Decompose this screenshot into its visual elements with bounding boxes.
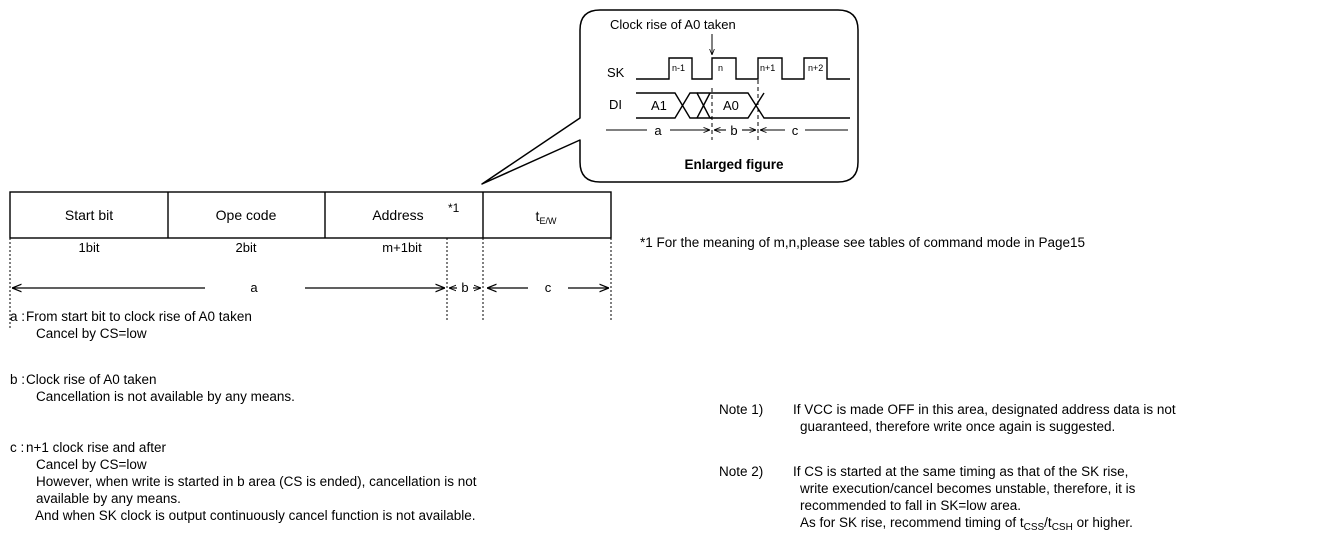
legend-b: Clock rise of A0 taken Cancellation is n… [26, 371, 295, 405]
enlarged-title: Clock rise of A0 taken [610, 17, 736, 32]
note-2-line-1: If CS is started at the same timing as t… [793, 464, 1129, 479]
sk-signal-label: SK [607, 65, 625, 80]
enlarged-callout: Clock rise of A0 taken SK DI n-1 n n+1 n… [481, 9, 859, 185]
sk-pulse-n-1: n-1 [672, 63, 685, 73]
legend-c-tag: c : [10, 440, 25, 455]
legend-a: From start bit to clock rise of A0 taken… [26, 308, 252, 342]
field-address-footnote-mark: *1 [448, 201, 460, 215]
note-2-tag: Note 2) [719, 464, 764, 479]
field-address-label: Address [372, 207, 423, 223]
note-1-line-2: guaranteed, therefore write once again i… [800, 419, 1116, 434]
enlarged-region-b: b [730, 123, 737, 138]
note-1: If VCC is made OFF in this area, designa… [793, 401, 1176, 435]
sk-waveform [636, 57, 850, 80]
di-waveform [636, 92, 850, 119]
enlarged-caption: Enlarged figure [684, 157, 784, 172]
note-1-line-1: If VCC is made OFF in this area, designa… [793, 402, 1176, 417]
legend-c-line-4: available by any means. [36, 491, 181, 506]
command-frame: Start bit Ope code Address *1 tE/W 1bit … [9, 191, 612, 255]
legend-c-line-1: n+1 clock rise and after [26, 440, 166, 455]
enlarged-guides [711, 80, 759, 140]
legend-b-line-2: Cancellation is not available by any mea… [36, 389, 295, 404]
field-ope-code-width: 2bit [236, 240, 257, 255]
region-b-label: b [461, 280, 468, 295]
legend-c: n+1 clock rise and after Cancel by CS=lo… [26, 439, 476, 524]
note-1-tag: Note 1) [719, 402, 764, 417]
legend-b-line-1: Clock rise of A0 taken [26, 372, 157, 387]
region-a-label: a [250, 280, 258, 295]
sk-pulse-n-plus-1: n+1 [760, 63, 775, 73]
note-2-line-2: write execution/cancel becomes unstable,… [800, 481, 1136, 496]
region-c-label: c [545, 280, 552, 295]
enlarged-region-c: c [792, 123, 799, 138]
sk-pulse-n-plus-2: n+2 [808, 63, 823, 73]
note-2: If CS is started at the same timing as t… [793, 463, 1135, 536]
enlarged-region-a: a [654, 123, 662, 138]
legend-c-line-5: And when SK clock is output continuously… [35, 508, 476, 523]
legend-a-tag: a : [10, 309, 26, 324]
field-address-width: m+1bit [382, 240, 422, 255]
field-ope-code-label: Ope code [216, 207, 277, 223]
legend-a-line-1: From start bit to clock rise of A0 taken [26, 309, 252, 324]
field-start-bit-width: 1bit [79, 240, 100, 255]
field-start-bit-label: Start bit [65, 207, 113, 223]
di-signal-label: DI [609, 97, 622, 112]
di-value-a1: A1 [651, 98, 667, 113]
sk-pulse-n: n [718, 63, 723, 73]
di-value-a0: A0 [723, 98, 739, 113]
field-tew-label: tE/W [536, 208, 557, 226]
legend-b-tag: b : [10, 372, 26, 387]
note-2-line-4: As for SK rise, recommend timing of tCSS… [800, 515, 1133, 533]
legend-c-line-3: However, when write is started in b area… [36, 474, 477, 489]
legend-a-line-2: Cancel by CS=low [36, 326, 147, 341]
note-2-line-3: recommended to fall in SK=low area. [800, 498, 1021, 513]
footnote: *1 For the meaning of m,n,please see tab… [640, 235, 1086, 250]
legend-c-line-2: Cancel by CS=low [36, 457, 147, 472]
region-guides [9, 238, 612, 330]
